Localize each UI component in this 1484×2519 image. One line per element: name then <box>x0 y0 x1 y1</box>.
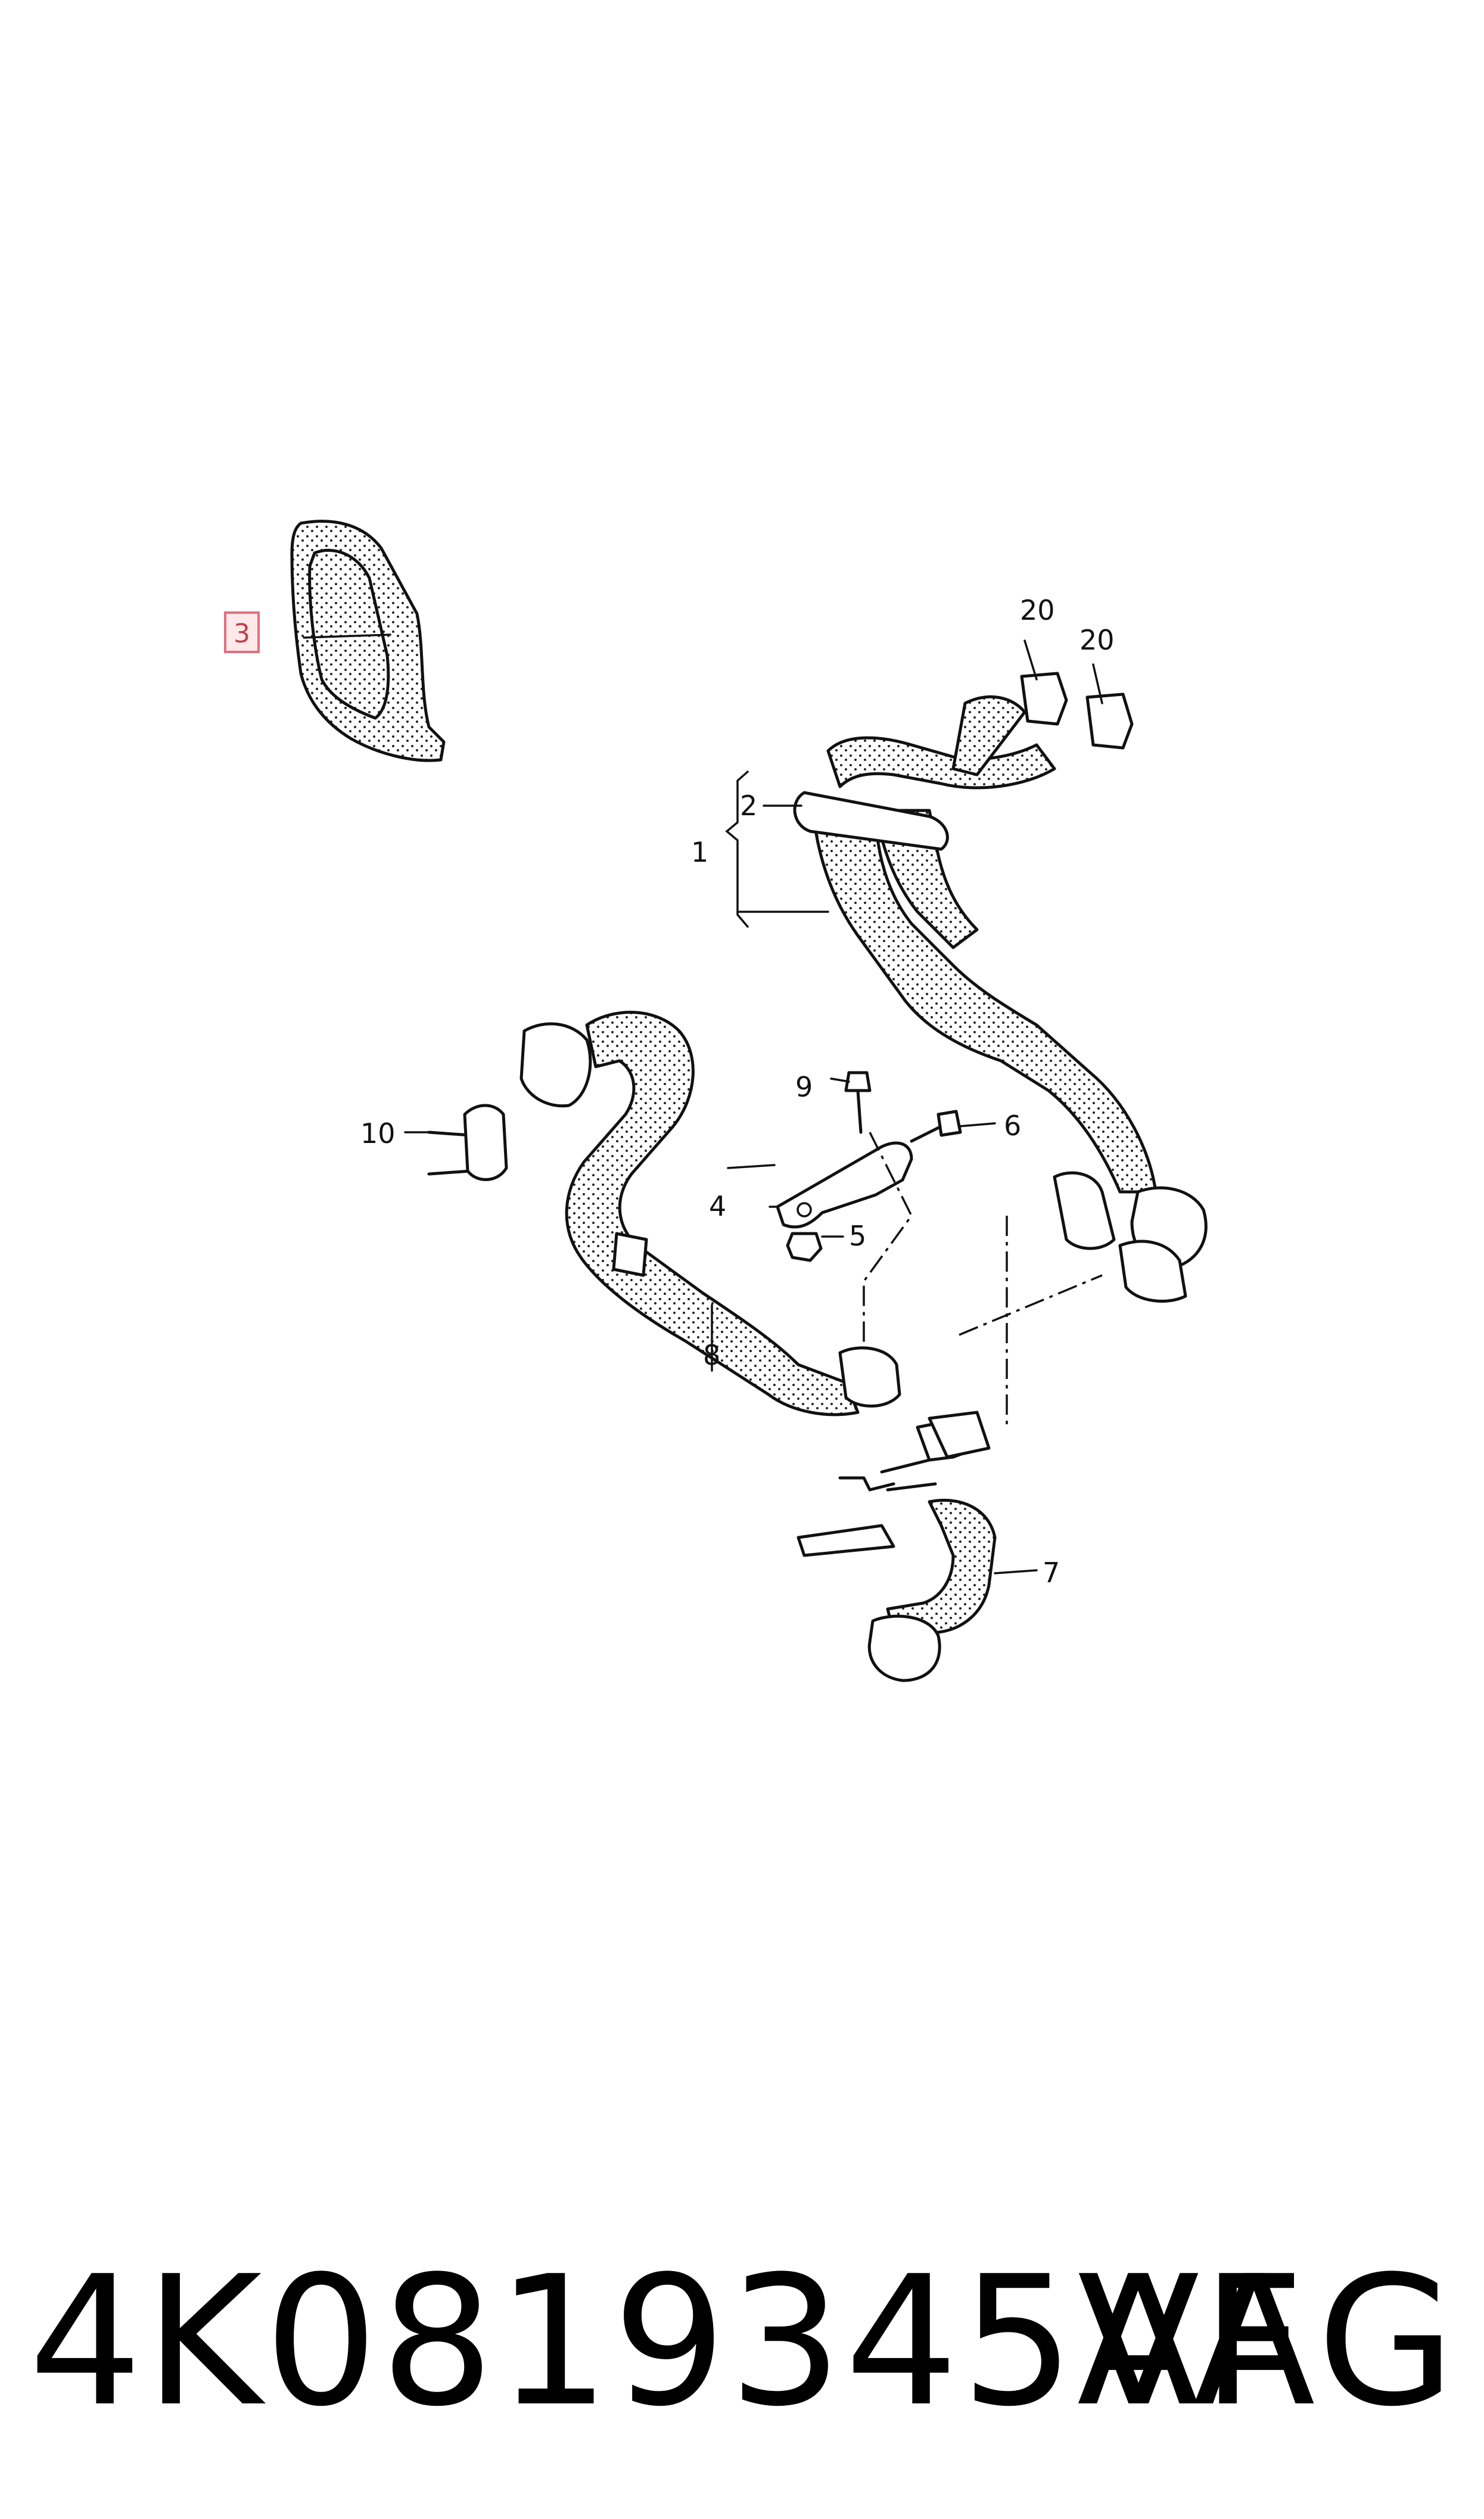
callout-6: 6 <box>1004 1110 1021 1142</box>
bolt-part-6 <box>910 1110 962 1143</box>
callout-20-upper: 20 <box>1020 594 1055 626</box>
nut-part-5 <box>786 1232 823 1262</box>
hose-clamp-part-lower <box>1085 692 1134 750</box>
bolt-part-9 <box>844 1071 872 1134</box>
callout-10: 10 <box>360 1117 396 1150</box>
brand-label: VAG <box>1077 2238 1460 2446</box>
lower-hose-part <box>797 1411 997 1682</box>
callout-4: 4 <box>709 1190 726 1222</box>
callout-5: 5 <box>849 1220 866 1252</box>
callout-1: 1 <box>691 836 708 868</box>
callout-7: 7 <box>1043 1557 1060 1589</box>
insulation-mat-part <box>290 520 446 762</box>
callout-3-highlight <box>224 611 260 653</box>
callout-labels: 20 20 2 1 9 6 10 4 5 8 7 3 <box>224 594 1115 1589</box>
leader-lines <box>303 633 1103 1574</box>
hose-clamp-part-upper <box>1020 672 1068 726</box>
footer: 4K0819345AF VAG <box>0 2229 1484 2455</box>
part-number: 4K0819345AF <box>29 2238 1307 2446</box>
callout-20-lower: 20 <box>1079 624 1115 656</box>
callout-9: 9 <box>795 1071 813 1103</box>
callout-3: 3 <box>234 619 250 649</box>
heater-hose-assembly-part <box>793 695 1208 1303</box>
callout-2: 2 <box>740 790 757 822</box>
callout-8: 8 <box>703 1339 720 1371</box>
coolant-hose-part <box>519 1011 901 1417</box>
connector-part <box>427 1104 508 1181</box>
bracket-part <box>776 1141 913 1229</box>
